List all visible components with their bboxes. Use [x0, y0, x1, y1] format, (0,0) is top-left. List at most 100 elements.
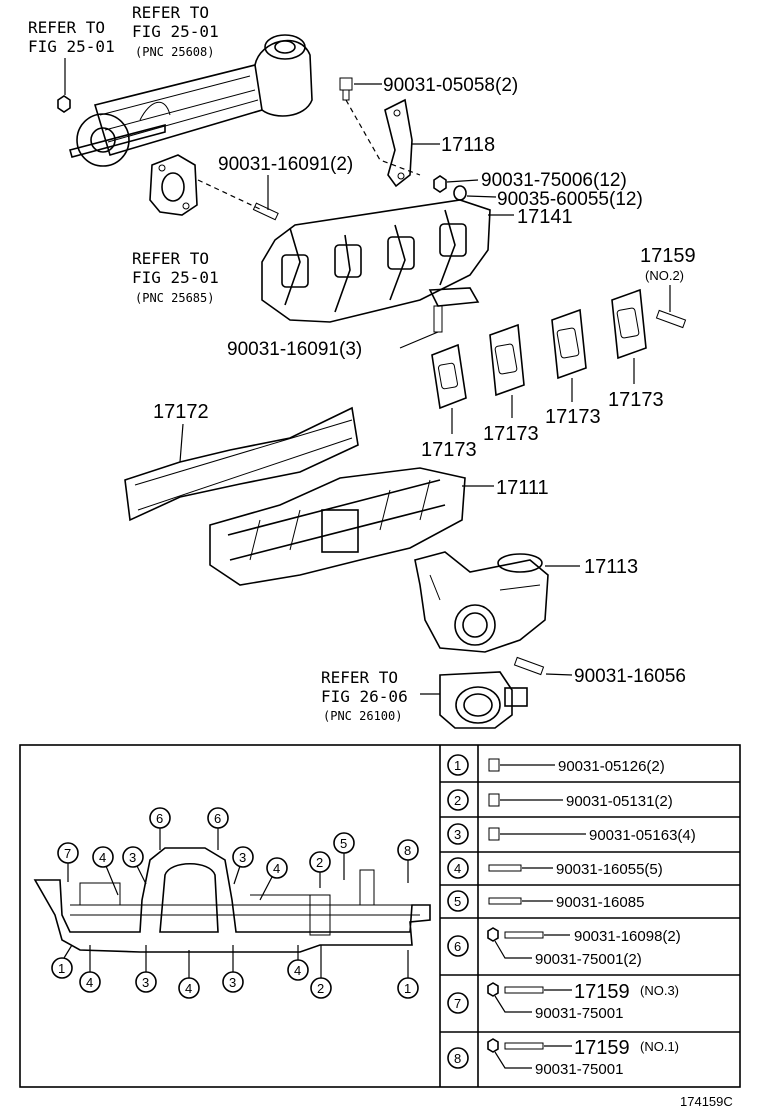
label-17113: 17113: [584, 556, 638, 578]
table-idx-5: 5: [454, 894, 461, 909]
label-90031-16091-2: 90031-16091(2): [218, 154, 353, 175]
callout-1: 1: [58, 961, 65, 976]
stud-icon: [504, 986, 544, 994]
egr-cooler-drawing: [69, 34, 313, 167]
detail-callouts-bottom: 1 4 3 4 3 4 2 1: [51, 944, 419, 999]
callout-1b: 1: [404, 981, 411, 996]
table-idx-3: 3: [454, 827, 461, 842]
label-17159: 17159: [640, 245, 696, 267]
intake-gasket-drawing: [124, 406, 359, 522]
label-17173-d: 17173: [608, 389, 664, 411]
stud-icon: [488, 897, 522, 905]
nut-icon: [57, 95, 71, 113]
ref-2-line1: REFER TO: [132, 3, 209, 22]
stud-icon: [655, 309, 687, 329]
stud-icon: [433, 305, 443, 333]
ref-4-line3: (PNC 26100): [323, 709, 402, 723]
table-part-6b: 90031-75001(2): [535, 951, 642, 968]
ref-3-line2: FIG 25-01: [132, 268, 219, 287]
label-17173-a: 17173: [421, 439, 477, 461]
ref-1-line2: FIG 25-01: [28, 37, 115, 56]
ref-1-line1: REFER TO: [28, 18, 105, 37]
stud-icon: [252, 202, 279, 221]
detail-frame: [19, 744, 741, 1088]
stud-icon: [513, 656, 545, 676]
table-part-7a: 17159: [574, 981, 630, 1003]
nut-icon: [487, 927, 499, 942]
ref-3-line1: REFER TO: [132, 249, 209, 268]
bracket-drawing: [384, 98, 413, 188]
label-17118: 17118: [441, 134, 495, 156]
figure-code: 174159C: [680, 1094, 733, 1109]
bolt-icon: [488, 758, 500, 772]
table-part-8b: 90031-75001: [535, 1061, 623, 1078]
table-idx-1: 1: [454, 758, 461, 773]
callout-4: 4: [99, 850, 106, 865]
callout-7: 7: [64, 846, 71, 861]
gasket-hole: [161, 172, 185, 202]
washer-icon: [453, 185, 467, 201]
label-90031-05058: 90031-05058(2): [383, 75, 518, 96]
label-17173-c: 17173: [545, 406, 601, 428]
table-idx-2: 2: [454, 793, 461, 808]
table-part-7a-sub: (NO.3): [640, 983, 679, 998]
callout-3c: 3: [142, 975, 149, 990]
label-17173-b: 17173: [483, 423, 539, 445]
table-idx-7: 7: [454, 996, 461, 1011]
ref-2-line3: (PNC 25608): [135, 45, 214, 59]
callout-8: 8: [404, 843, 411, 858]
detail-callouts-top: 7 4 3 6 6 3 4 2 5 8: [57, 807, 419, 901]
label-90035-60055: 90035-60055(12): [497, 189, 643, 210]
label-17172: 17172: [153, 401, 209, 423]
table-idx-6: 6: [454, 939, 461, 954]
intake-manifold-drawing: [209, 467, 466, 586]
callout-3d: 3: [229, 975, 236, 990]
throttle-body-drawing: [439, 671, 528, 729]
table-part-6a: 90031-16098(2): [574, 928, 681, 945]
throttle-adapter-drawing: [414, 551, 549, 653]
exhaust-manifold-drawing: [261, 199, 491, 323]
table-idx-4: 4: [454, 861, 461, 876]
table-part-5: 90031-16085: [556, 894, 644, 911]
nut-icon: [433, 175, 447, 193]
label-90031-16056: 90031-16056: [574, 666, 686, 687]
callout-4d: 4: [185, 981, 192, 996]
manifold-side-view: [33, 847, 431, 953]
callout-6b: 6: [214, 811, 221, 826]
table-part-3: 90031-05163(4): [589, 827, 696, 844]
callout-5: 5: [340, 836, 347, 851]
nut-icon: [487, 1038, 499, 1053]
callout-4b: 4: [273, 861, 280, 876]
table-part-1: 90031-05126(2): [558, 758, 665, 775]
gasket-drawing: [149, 154, 198, 216]
label-90031-75006: 90031-75006(12): [481, 170, 627, 191]
ref-4-line2: FIG 26-06: [321, 687, 408, 706]
bolt-icon: [339, 77, 353, 91]
table-part-8a-sub: (NO.1): [640, 1039, 679, 1054]
nut-icon: [487, 982, 499, 997]
bolt-icon: [488, 827, 500, 841]
stud-icon: [488, 864, 522, 872]
fastener-table: 1 90031-05126(2) 2 90031-05131(2) 3 9003…: [440, 745, 740, 1087]
stud-icon: [504, 1042, 544, 1050]
ref-4-line1: REFER TO: [321, 668, 398, 687]
callout-4c: 4: [86, 975, 93, 990]
label-17111: 17111: [496, 477, 549, 499]
table-part-7b: 90031-75001: [535, 1005, 623, 1022]
callout-3: 3: [129, 850, 136, 865]
ref-2-line2: FIG 25-01: [132, 22, 219, 41]
label-90031-16091-3: 90031-16091(3): [227, 339, 362, 360]
table-idx-8: 8: [454, 1051, 461, 1066]
callout-4e: 4: [294, 963, 301, 978]
label-17141: 17141: [517, 206, 573, 228]
callout-6: 6: [156, 811, 163, 826]
table-part-4: 90031-16055(5): [556, 861, 663, 878]
ref-3-line3: (PNC 25685): [135, 291, 214, 305]
callout-3b: 3: [239, 850, 246, 865]
table-part-2: 90031-05131(2): [566, 793, 673, 810]
table-part-8a: 17159: [574, 1037, 630, 1059]
bolt-icon: [488, 793, 500, 807]
callout-2: 2: [316, 855, 323, 870]
label-17159-sub: (NO.2): [645, 268, 684, 283]
